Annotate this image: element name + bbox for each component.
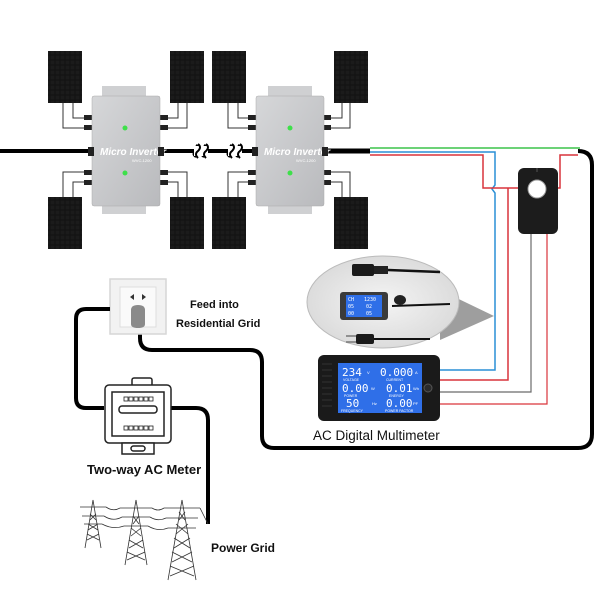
lcd-screen [338, 363, 422, 413]
two-way-ac-meter-label: Two-way AC Meter [87, 462, 202, 477]
solar-panel [170, 197, 204, 249]
svg-text:Wh: Wh [413, 386, 419, 391]
energy-value: 0.01 [386, 382, 413, 395]
ac-digital-multimeter: 234 V VOLTAGE 0.000 A CURRENT 0.00 W POW… [318, 355, 440, 421]
power-grid-towers [80, 499, 209, 581]
svg-text:POWER FACTOR: POWER FACTOR [385, 409, 414, 413]
feed-into-label-line1: Feed into [190, 299, 239, 311]
solar-panel [48, 51, 82, 103]
svg-text:POWER: POWER [344, 394, 358, 398]
frequency-value: 50 [346, 397, 359, 410]
power-factor-value: 0.00 [386, 397, 413, 410]
inverter-title: Micro Inverter [100, 147, 167, 158]
voltage-value: 234 [342, 366, 362, 379]
ac-output-cable [138, 149, 594, 450]
power-lines [101, 506, 209, 530]
red-wire-2 [440, 188, 509, 381]
transmission-tower [120, 499, 152, 566]
transmission-tower [80, 499, 106, 549]
current-value: 0.000 [380, 366, 413, 379]
us-power-plug [346, 334, 430, 344]
solar-panels [48, 51, 368, 249]
svg-text:CURRENT: CURRENT [386, 378, 404, 382]
solar-panel [48, 197, 82, 249]
solar-panel [334, 197, 368, 249]
svg-text:VOLTAGE: VOLTAGE [343, 378, 360, 382]
status-led [287, 125, 293, 131]
svg-text:1230: 1230 [364, 297, 376, 303]
inverter-model: WVC-1200 [296, 158, 316, 163]
red-wire-3 [440, 232, 548, 405]
multimeter-inset-callout: CH 1230 05 02 00 05 [306, 255, 494, 349]
wall-socket [109, 278, 167, 335]
status-led [122, 125, 128, 131]
transmission-tower [164, 499, 200, 581]
svg-text:A: A [415, 370, 418, 375]
svg-text:02: 02 [366, 304, 372, 310]
svg-text:CH: CH [348, 297, 354, 303]
svg-text:05: 05 [366, 311, 372, 317]
inverter-title: Micro Inverter [264, 147, 331, 158]
solar-panel [334, 51, 368, 103]
solar-panel [212, 51, 246, 103]
two-way-ac-meter [104, 377, 172, 455]
iec-power-plug [352, 264, 441, 276]
gray-wire [440, 232, 532, 393]
grid-cable [170, 406, 210, 524]
ac-trunk-cable [0, 143, 370, 159]
svg-text:W: W [371, 386, 375, 391]
inverter-model: WVC-1200 [132, 158, 152, 163]
micro-inverter-1: Micro Inverter WVC-1200 [88, 86, 167, 214]
svg-text:Hz: Hz [372, 401, 377, 406]
svg-text:05: 05 [348, 304, 354, 310]
solar-panel [170, 51, 204, 103]
blue-wire [370, 151, 496, 371]
solar-panel [212, 197, 246, 249]
svg-text:PF: PF [413, 401, 419, 406]
micro-inverter-2: Micro Inverter WVC-1200 [252, 86, 331, 214]
grid-feed-cable [74, 307, 110, 410]
status-led [287, 170, 293, 176]
multimeter-label: AC Digital Multimeter [313, 428, 440, 443]
svg-text:ENERGY: ENERGY [389, 394, 404, 398]
plug-icon [131, 305, 145, 328]
feed-into-label-line2: Residential Grid [176, 318, 261, 330]
inset-meter: CH 1230 05 02 00 05 [340, 292, 451, 320]
power-grid-label: Power Grid [211, 541, 276, 555]
svg-text:FREQUENCY: FREQUENCY [341, 409, 364, 413]
svg-text:00: 00 [348, 311, 354, 317]
power-value: 0.00 [342, 382, 369, 395]
mc4-connectors [84, 115, 331, 185]
status-led [122, 170, 128, 176]
current-transformer [518, 168, 558, 234]
svg-text:V: V [367, 370, 370, 375]
